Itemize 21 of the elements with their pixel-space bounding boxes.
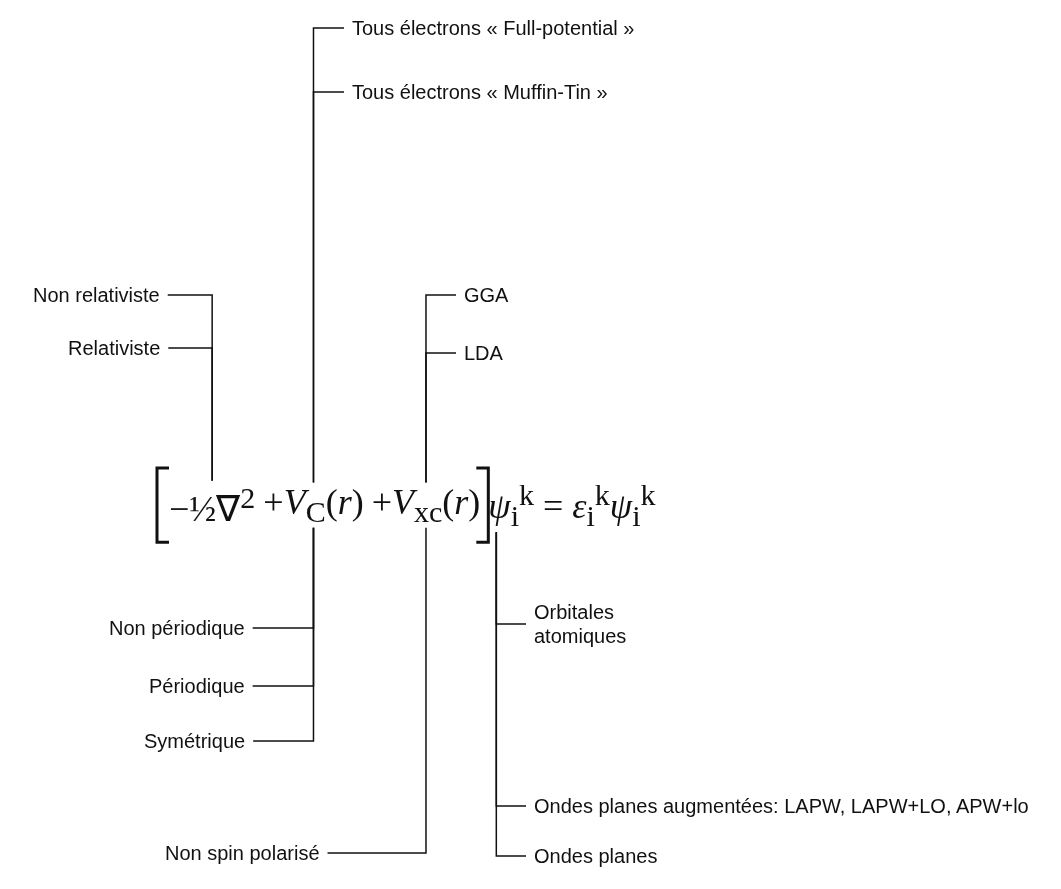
- equation-term: +V$_{C}$(r): [259, 482, 368, 528]
- branch-label: GGA: [464, 283, 509, 307]
- connector-line: [326, 526, 427, 854]
- branch-label: Relativiste: [68, 336, 161, 360]
- connector-line: [252, 526, 315, 742]
- branch-label: Tous électrons « Muffin-Tin »: [352, 80, 608, 104]
- connector-line: [495, 531, 527, 857]
- connector-line: [425, 352, 457, 484]
- branch-label: Orbitales atomiques: [534, 600, 644, 648]
- branch-label: Ondes planes augmentées: LAPW, LAPW+LO, APW+lo: [534, 794, 1029, 818]
- equation-term: +V$_{xc}$(r): [367, 482, 485, 528]
- equation-term: −½∇$^{2}$: [165, 480, 260, 530]
- branch-label: Périodique: [149, 674, 245, 698]
- connector-line: [167, 347, 213, 482]
- branch-label: Non périodique: [109, 616, 245, 640]
- branch-label: Symétrique: [144, 729, 246, 753]
- branch-label: Non spin polarisé: [165, 841, 320, 865]
- branch-label: Tous électrons « Full-potential »: [352, 16, 635, 40]
- branch-label: Ondes planes: [534, 844, 658, 868]
- branch-label: Non relativiste: [33, 283, 160, 307]
- branch-label: LDA: [464, 341, 503, 365]
